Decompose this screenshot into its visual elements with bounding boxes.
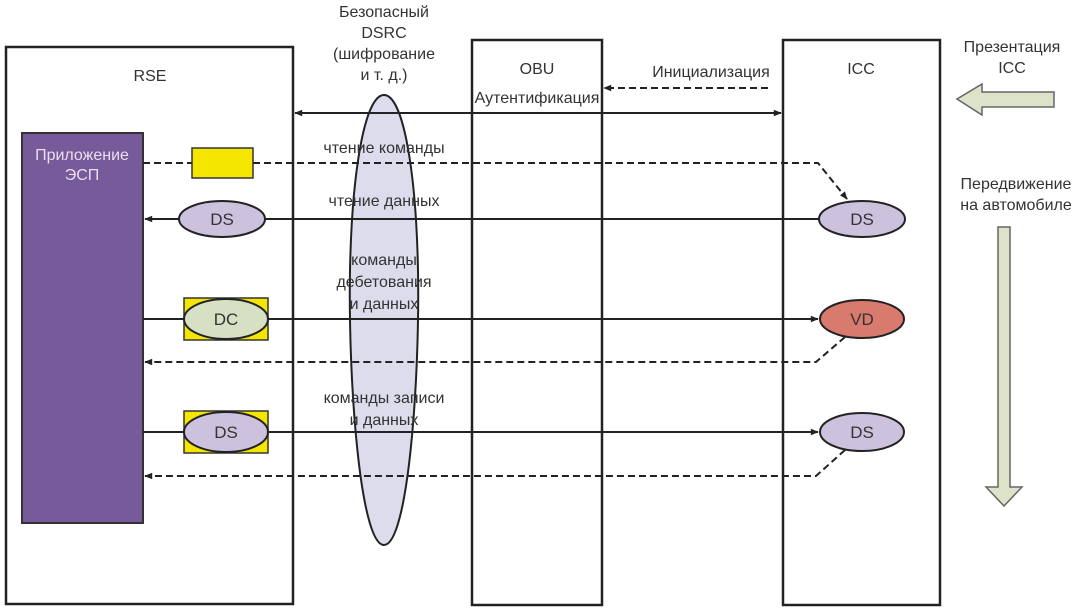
debit-response-arrow [144, 336, 846, 366]
read-command-arrow [143, 162, 848, 200]
dc-node [183, 298, 269, 340]
init-label: Инициализация [652, 64, 770, 81]
rse-label: RSE [134, 68, 167, 85]
movement-label-2: на автомобиле [960, 197, 1072, 214]
presentation-label-1: Презентация [964, 39, 1061, 56]
channel-label-1: Безопасный [339, 4, 429, 21]
obu-label: OBU [520, 61, 555, 78]
vd-node [819, 299, 905, 339]
debit-label-3: и данных [350, 296, 419, 313]
debit-label-1: команды [351, 252, 417, 269]
down-arrow-icon [984, 226, 1024, 508]
vd-node-label: VD [850, 310, 874, 329]
write-label-2: и данных [350, 412, 419, 429]
payment-app-block [21, 132, 144, 524]
read-command-token [191, 147, 254, 179]
read-command-label: чтение команды [323, 140, 444, 157]
obu-block [470, 38, 604, 607]
ds-node-rse [178, 200, 266, 238]
presentation-label-2: ICC [998, 60, 1026, 77]
dc-node-label: DC [214, 310, 239, 329]
ds2-node-icc [819, 412, 905, 452]
channel-label-4: и т. д.) [361, 67, 408, 84]
obu-auth-label: Аутентификация [475, 90, 600, 107]
ds2-node-rse-label: DS [214, 423, 238, 442]
payment-app-label-2: ЭСП [65, 167, 100, 184]
write-response-arrow [144, 449, 846, 480]
write-label-1: команды записи [324, 390, 445, 407]
channel-label-3: (шифрование [333, 46, 435, 63]
ds-node-icc-label: DS [850, 210, 874, 229]
ds-node-icc [818, 200, 906, 238]
movement-label-1: Передвижение [961, 176, 1072, 193]
debit-label-2: дебетования [336, 274, 431, 291]
left-arrow-icon [955, 82, 1055, 117]
ds-node-rse-label: DS [210, 210, 234, 229]
channel-label-2: DSRC [361, 25, 406, 42]
payment-app-label-1: Приложение [35, 147, 129, 164]
icc-label: ICC [847, 61, 875, 78]
read-data-label: чтение данных [329, 193, 440, 210]
ds2-node-icc-label: DS [850, 423, 874, 442]
ds2-node-rse [183, 411, 269, 453]
